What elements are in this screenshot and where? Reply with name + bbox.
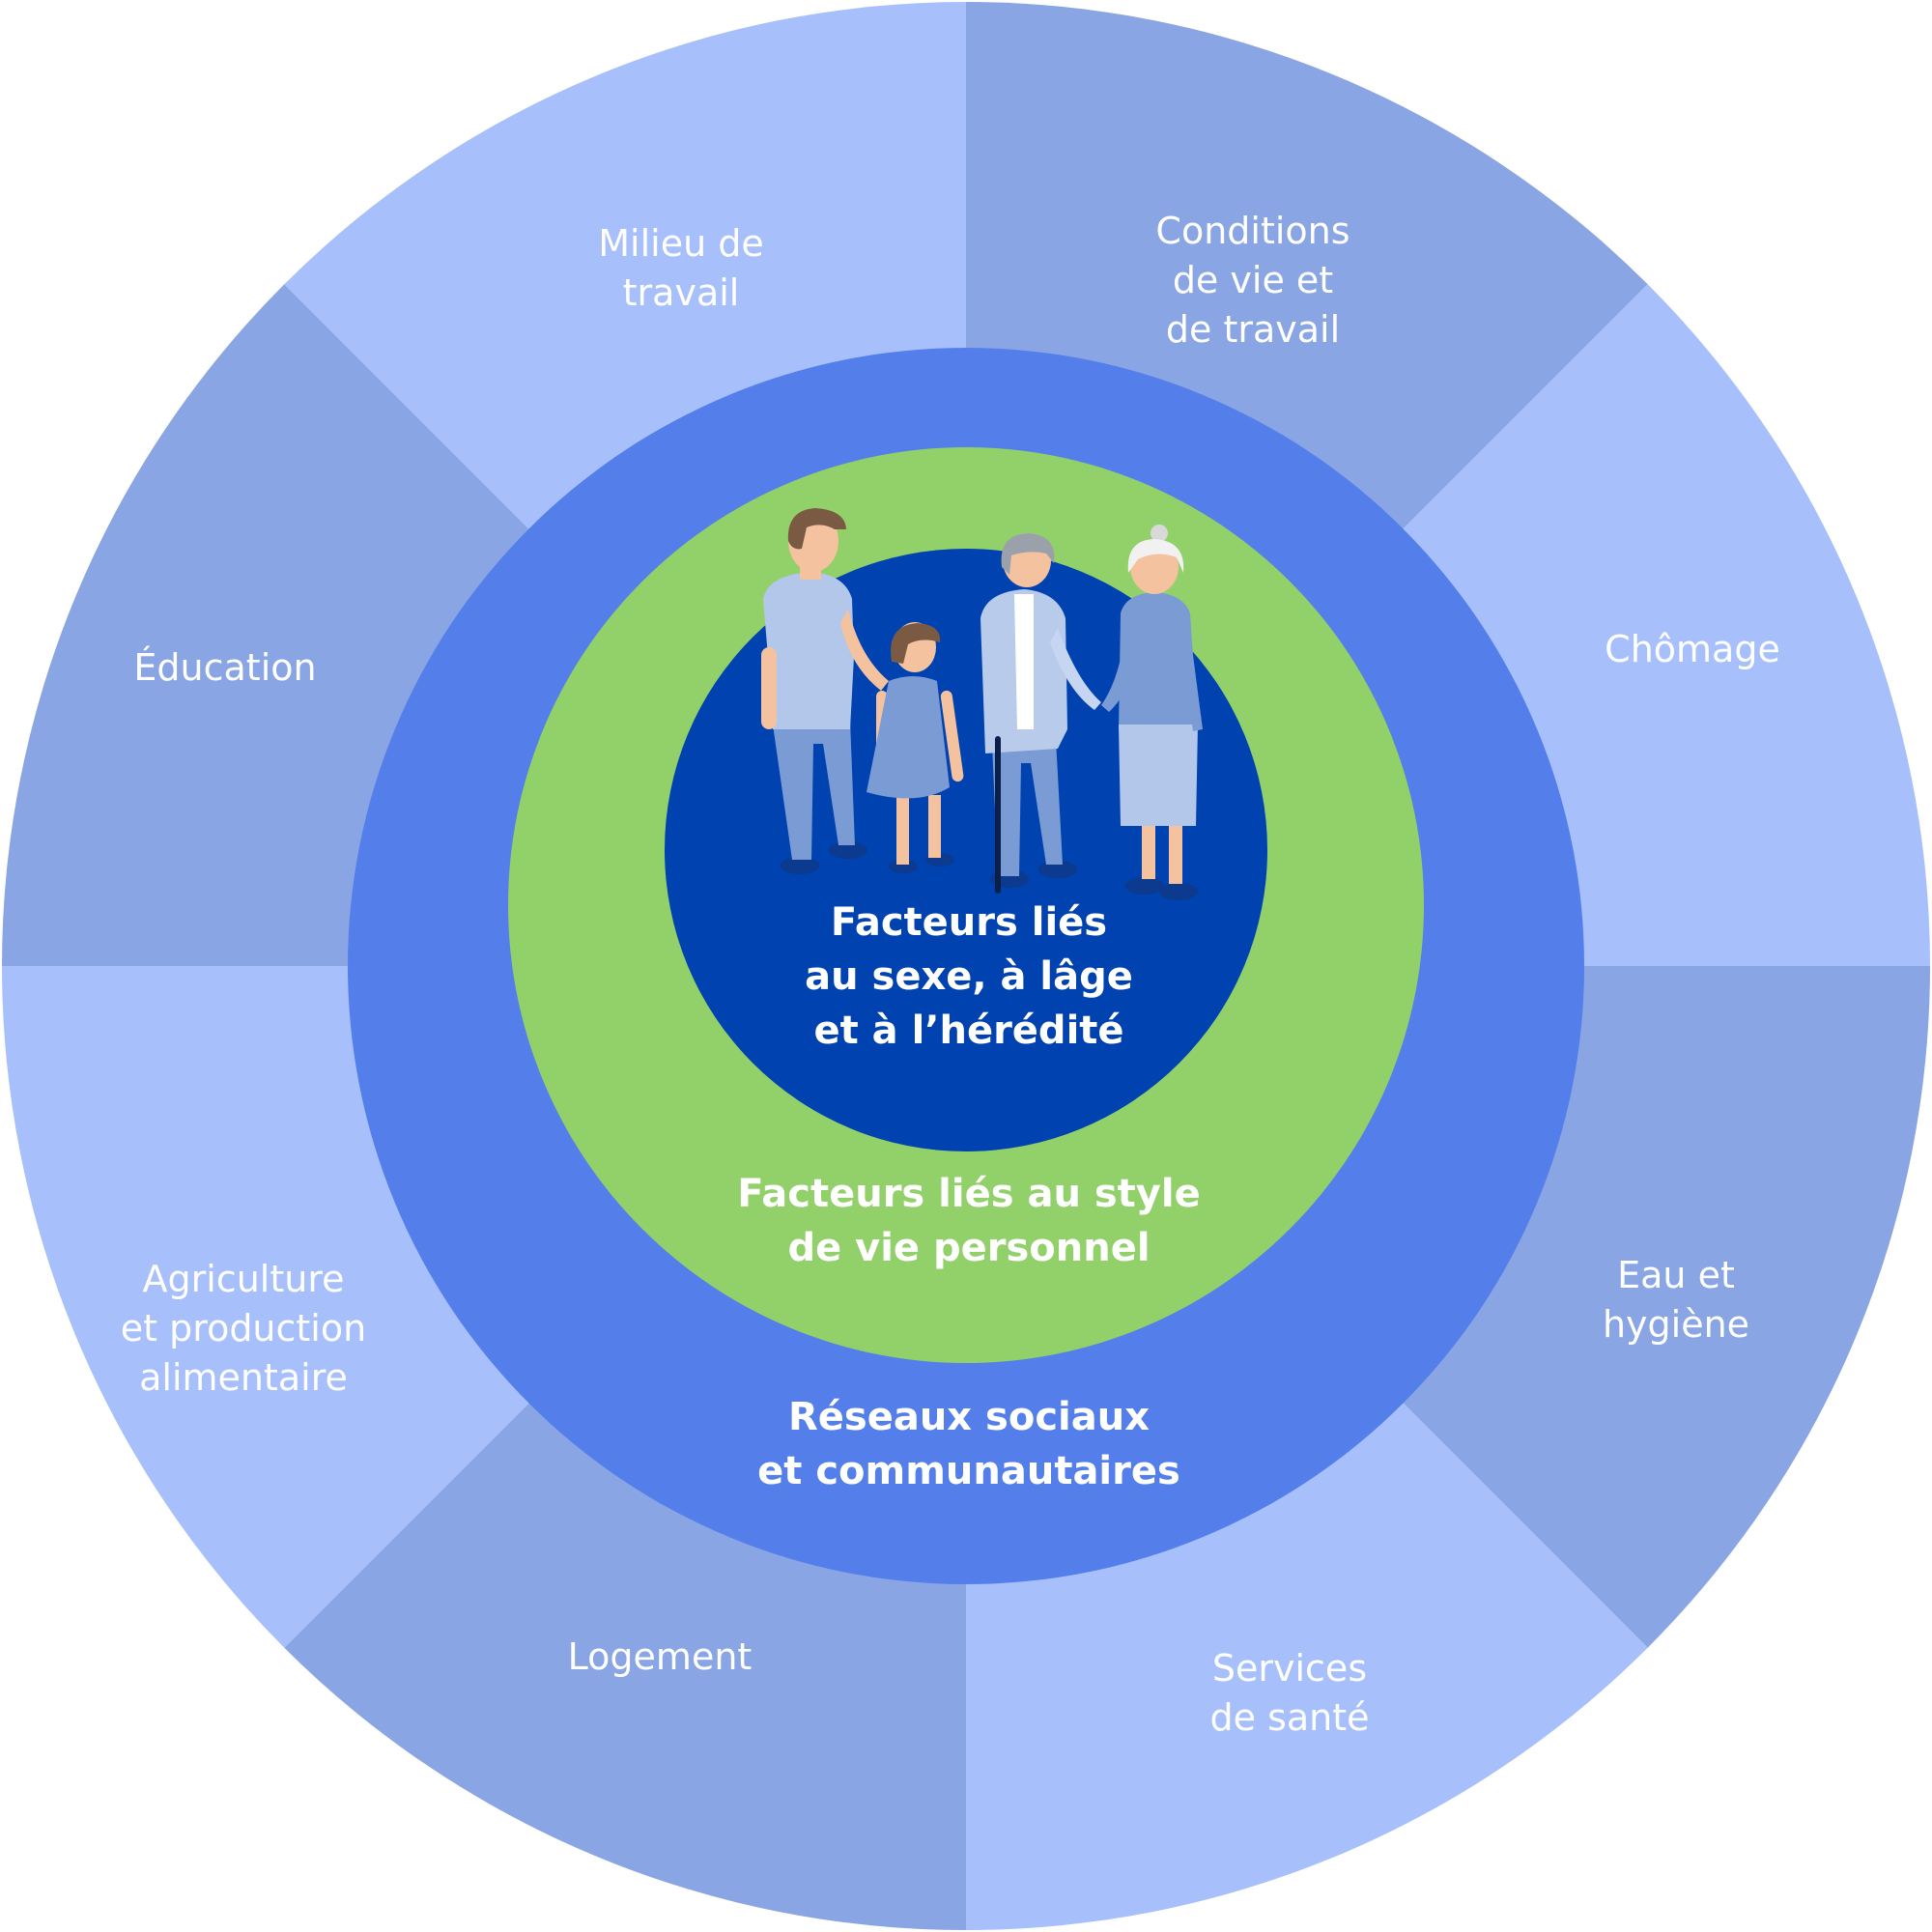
sector-label-logement-line: Logement	[568, 1635, 753, 1678]
ring-lifestyle-label: Facteurs liés au style de vie personnel	[737, 1172, 1200, 1270]
sector-label-education: Éducation	[133, 646, 316, 689]
core-label-line: Facteurs liés	[831, 900, 1107, 945]
ring-social-label-line: Réseaux sociaux	[788, 1395, 1150, 1439]
sector-label-chomage: Chômage	[1605, 628, 1780, 670]
core-label: Facteurs liés au sexe, à lâge et à l’héréd…	[805, 900, 1133, 1053]
daughter-figure	[867, 622, 964, 873]
sector-label-services-line: de santé	[1209, 1696, 1369, 1739]
sector-label-services-line: Services	[1212, 1647, 1367, 1690]
ring-lifestyle-label-line: Facteurs liés au style	[737, 1172, 1200, 1216]
sector-label-conditions: Conditions de vie et de travail	[1155, 210, 1350, 351]
sector-label-eau-line: hygiène	[1603, 1303, 1749, 1346]
sector-label-conditions-line: de travail	[1166, 308, 1340, 351]
sector-label-eau-line: Eau et	[1617, 1254, 1735, 1296]
family-illustration	[761, 508, 1203, 900]
sector-label-services: Services de santé	[1209, 1647, 1369, 1739]
sector-label-education-line: Éducation	[133, 646, 316, 689]
sector-label-agriculture-line: Agriculture	[143, 1258, 345, 1300]
sector-label-logement: Logement	[568, 1635, 753, 1678]
sector-label-conditions-line: Conditions	[1155, 210, 1350, 252]
sector-label-agriculture-line: alimentaire	[139, 1356, 348, 1399]
ring-social-label: Réseaux sociaux et communautaires	[757, 1395, 1180, 1493]
sector-label-agriculture: Agriculture et production alimentaire	[121, 1258, 366, 1399]
core-label-line: au sexe, à lâge	[805, 954, 1133, 999]
sector-label-chomage-line: Chômage	[1605, 628, 1780, 670]
sector-label-agriculture-line: et production	[121, 1307, 366, 1350]
father-figure	[761, 508, 889, 874]
sector-label-conditions-line: de vie et	[1173, 259, 1333, 301]
sector-label-milieu-line: Milieu de	[598, 222, 764, 265]
ring-social-label-line: et communautaires	[757, 1449, 1180, 1493]
sector-label-milieu: Milieu de travail	[598, 222, 764, 314]
sector-label-milieu-line: travail	[623, 271, 740, 314]
grandfather-figure	[980, 533, 1101, 894]
sector-label-eau: Eau et hygiène	[1603, 1254, 1749, 1346]
labels: Conditions de vie et de travailChômageEau …	[121, 210, 1780, 1739]
grandmother-figure	[1101, 525, 1203, 900]
core-label-line: et à l’hérédité	[813, 1009, 1123, 1053]
ring-lifestyle-label-line: de vie personnel	[787, 1226, 1150, 1270]
